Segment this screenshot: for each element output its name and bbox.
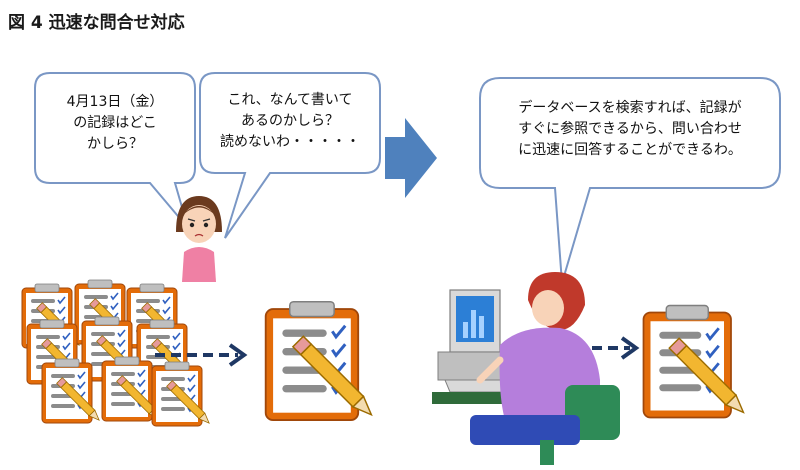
office-worker-icon — [470, 272, 620, 465]
bubble-line: かしら？ — [87, 136, 143, 152]
dashed-arrow-right — [560, 336, 640, 360]
bubble-line: に迅速に回答することができるわ。 — [518, 142, 742, 158]
clipboard-stack — [21, 279, 213, 427]
bubble-text-cannot-read: これ、なんて書いて あるのかしら？ 読めないわ・・・・・ — [205, 90, 375, 153]
figure-title: 図 4 迅速な問合せ対応 — [8, 13, 185, 33]
speech-bubble-database — [479, 77, 781, 284]
bubble-line: あるのかしら？ — [241, 113, 339, 129]
bubble-line: の記録はどこ — [73, 115, 157, 131]
bubble-line: 読めないわ・・・・・ — [220, 134, 360, 150]
dashed-arrow-left — [155, 343, 248, 367]
speech-bubble-cannot-read — [199, 72, 381, 239]
bubble-line: すぐに参照できるから、問い合わせ — [518, 121, 742, 137]
bubble-line: データベースを検索すれば、記録が — [518, 100, 742, 116]
clipboard-checklist-result-icon — [642, 304, 750, 419]
process-arrow-icon — [385, 118, 437, 198]
worried-woman-icon — [176, 196, 222, 282]
bubble-line: これ、なんて書いて — [227, 92, 353, 108]
bubble-text-database: データベースを検索すれば、記録が すぐに参照できるから、問い合わせ に迅速に回答… — [485, 98, 775, 161]
clipboard-checklist-icon — [264, 300, 379, 422]
bubble-text-date-question: 4月13日（金） の記録はどこ かしら？ — [40, 92, 190, 155]
bubble-line: 4月13日（金） — [66, 94, 164, 110]
